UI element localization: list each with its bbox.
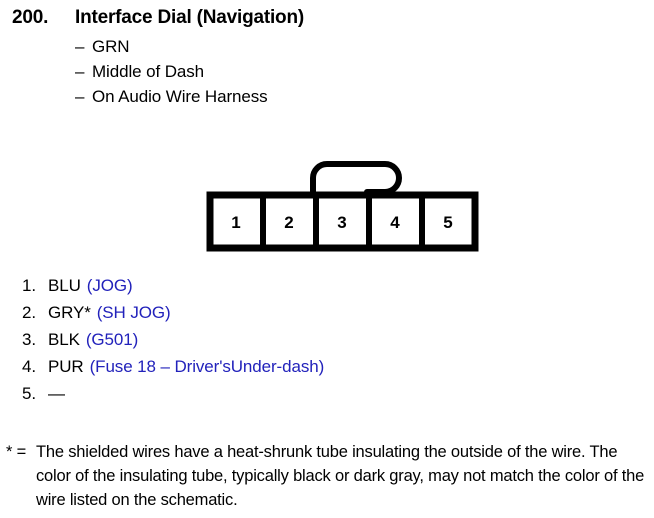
page-title: 200. Interface Dial (Navigation) (12, 6, 632, 30)
connector-locking-tab (310, 161, 402, 200)
wire-index: 3. (22, 330, 36, 349)
connector-pin-dividers (260, 198, 425, 245)
pin-number-3: 3 (337, 213, 346, 232)
bullet-label: GRN (92, 37, 130, 56)
wire-index: 5. (22, 384, 36, 403)
wire-index: 2. (22, 303, 36, 322)
wire-color-code: GRY* (48, 303, 91, 322)
wire-list-item: 3. BLK (G501) (22, 326, 622, 353)
wire-index: 1. (22, 276, 36, 295)
wire-circuit-name: (SH JOG) (96, 303, 171, 322)
footnote-text: The shielded wires have a heat-shrunk tu… (36, 443, 645, 509)
bullet-item-harness: – On Audio Wire Harness (75, 84, 632, 109)
wire-circuit-name: (Fuse 18 – Driver'sUnder-dash) (89, 357, 325, 376)
bullet-item-wire-color: – GRN (75, 34, 632, 59)
pin-number-1: 1 (231, 213, 240, 232)
pin-number-5: 5 (443, 213, 452, 232)
wire-list: 1. BLU (JOG) 2. GRY* (SH JOG) 3. BLK (G5… (22, 272, 622, 407)
bullet-list: – GRN – Middle of Dash – On Audio Wire H… (12, 34, 632, 109)
footnote: * = The shielded wires have a heat-shrun… (6, 440, 651, 512)
header: 200. Interface Dial (Navigation) – GRN –… (12, 6, 632, 109)
item-number: 200. (12, 7, 49, 28)
pin-number-2: 2 (284, 213, 293, 232)
connector-diagram: 1 2 3 4 5 (205, 145, 480, 253)
wire-list-item: 2. GRY* (SH JOG) (22, 299, 622, 326)
wire-color-code: — (48, 384, 65, 403)
dash-icon: – (75, 87, 85, 106)
footnote-marker: * = (6, 443, 27, 461)
wire-color-code: BLU (48, 276, 81, 295)
bullet-label: Middle of Dash (92, 62, 204, 81)
connector-body (206, 191, 479, 252)
wire-circuit-name: (JOG) (86, 276, 133, 295)
dash-icon: – (75, 37, 85, 56)
pin-number-4: 4 (390, 213, 400, 232)
wire-list-item: 1. BLU (JOG) (22, 272, 622, 299)
bullet-item-location: – Middle of Dash (75, 59, 632, 84)
bullet-label: On Audio Wire Harness (92, 87, 268, 106)
wire-circuit-name: (G501) (85, 330, 139, 349)
wire-color-code: PUR (48, 357, 84, 376)
wire-list-item: 4. PUR (Fuse 18 – Driver'sUnder-dash) (22, 353, 622, 380)
dash-icon: – (75, 62, 85, 81)
wire-index: 4. (22, 357, 36, 376)
wire-list-item: 5. — (22, 380, 622, 407)
wire-color-code: BLK (48, 330, 80, 349)
title-text: Interface Dial (Navigation) (75, 7, 304, 28)
